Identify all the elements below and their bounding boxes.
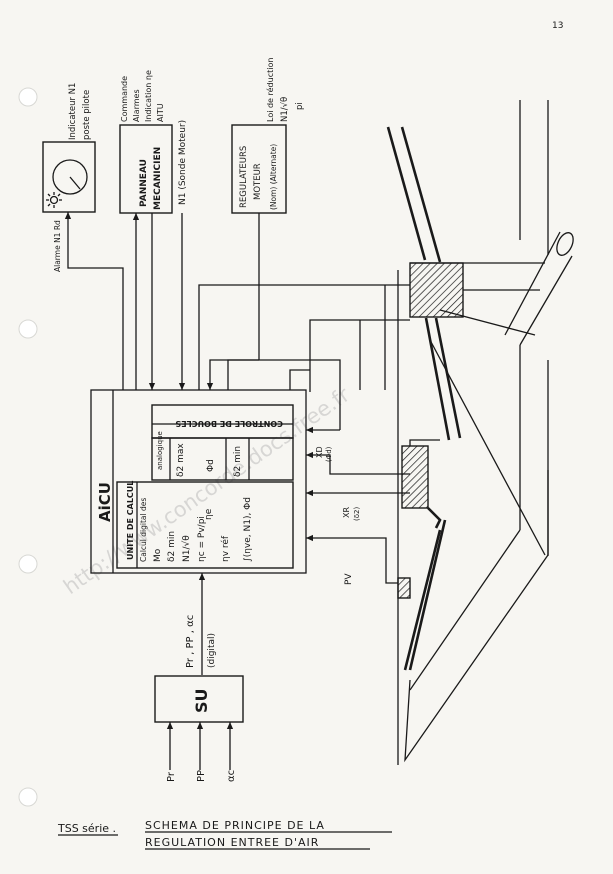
calc-item-2: δ2 min (167, 531, 177, 562)
calc-extra-2: ∫(ηve, N1), Φd (243, 497, 253, 562)
aicu-box (90, 389, 307, 574)
binder-holes (18, 87, 38, 807)
xr-label: XR (342, 507, 351, 518)
top-connections (64, 212, 410, 392)
calc-item-1: Mo (153, 548, 163, 562)
bus-sub: (digital) (207, 633, 217, 668)
panneau-line1: PANNEAU (139, 159, 149, 207)
aicu-unit: AiCU CONTROLE DE BOUCLES analogique δ2 m… (90, 389, 307, 574)
regulateurs-moteur: REGULATEURS MOTEUR (Nom) (Alternate) Loi… (231, 58, 305, 214)
indicator-title-1: Indicateur N1 (68, 83, 78, 140)
xd-label: XD (315, 446, 324, 458)
upper-ramp-actuator (409, 262, 464, 318)
analog-item-2: Φd (206, 459, 216, 472)
pv-label: PV (344, 573, 354, 585)
loi-line2: N1/√θ (280, 97, 290, 122)
commands-1: Commande (120, 76, 129, 122)
caption: TSS série . SCHEMA DE PRINCIPE DE LA REG… (57, 819, 392, 850)
loi-line3: pi (295, 102, 305, 110)
pv-sensor (397, 577, 411, 599)
gauge-icon (52, 159, 88, 195)
analog-item-1: δ2 max (176, 443, 186, 477)
indicator-title-2: poste pilote (82, 90, 92, 140)
air-intake-drawing (386, 100, 574, 765)
calc-subtitle: Calcul digital des (139, 498, 148, 562)
bus-label: Pr , PP , αc (185, 615, 196, 668)
calc-title: UNITE DE CALCUL (126, 481, 135, 560)
aicu-title: AiCU (96, 482, 114, 522)
n1-probe-label: N1 (Sonde Moteur) (178, 120, 188, 205)
digital-bus: Pr , PP , αc (digital) (185, 573, 217, 675)
su-input-pr: Pr (166, 771, 177, 782)
panneau-box (119, 124, 173, 214)
analog-box (151, 437, 294, 481)
calc-box (116, 481, 294, 569)
panneau-line2: MECANICIEN (153, 147, 163, 210)
caption-line1: SCHEMA DE PRINCIPE DE LA (145, 819, 325, 832)
calc-extra-1: ηv réf (220, 535, 231, 562)
commands-3: Indication ηe (144, 70, 153, 122)
regulateurs-line2: MOTEUR (253, 163, 263, 200)
alarm-light-icon (46, 192, 62, 208)
commands-2: Alarmes (132, 89, 141, 122)
calc-item-3: N1/√θ (181, 535, 192, 562)
regulateurs-line1: REGULATEURS (239, 146, 249, 208)
xd-sub: (Φd) (325, 446, 333, 462)
xr-sub: (δ2) (353, 507, 361, 521)
alarm-label: Alarme N1 Rd (53, 220, 62, 272)
n1-indicator: Indicateur N1 poste pilote Alarme N1 Rd (42, 83, 96, 272)
calc-item-4: ηc = Pv/pi (197, 516, 207, 562)
page-number: 13 (552, 21, 563, 31)
caption-prefix: TSS série . (57, 822, 116, 835)
regulateurs-line3: (Nom) (Alternate) (269, 144, 278, 210)
gauge-needle (69, 176, 81, 190)
su-input-ac: αc (226, 770, 237, 782)
calc-item-5: ηe (204, 508, 214, 520)
su-input-pp: PP (196, 770, 207, 782)
analog-label: analogique (156, 431, 164, 470)
caption-line2: REGULATION ENTREE D'AIR (145, 836, 319, 849)
analog-item-3: δ2 min (233, 446, 243, 477)
commands-4: AITU (156, 103, 165, 122)
su-unit: SU Pr PP αc (154, 675, 244, 782)
loi-line1: Loi de réduction (265, 58, 275, 122)
panneau-mecanicien: PANNEAU MECANICIEN Commande Alarmes Indi… (119, 70, 188, 214)
su-label: SU (192, 688, 211, 713)
signal-arrows: XD (Φd) XR (δ2) PV (306, 390, 410, 585)
mid-ramp-actuator (401, 445, 429, 509)
